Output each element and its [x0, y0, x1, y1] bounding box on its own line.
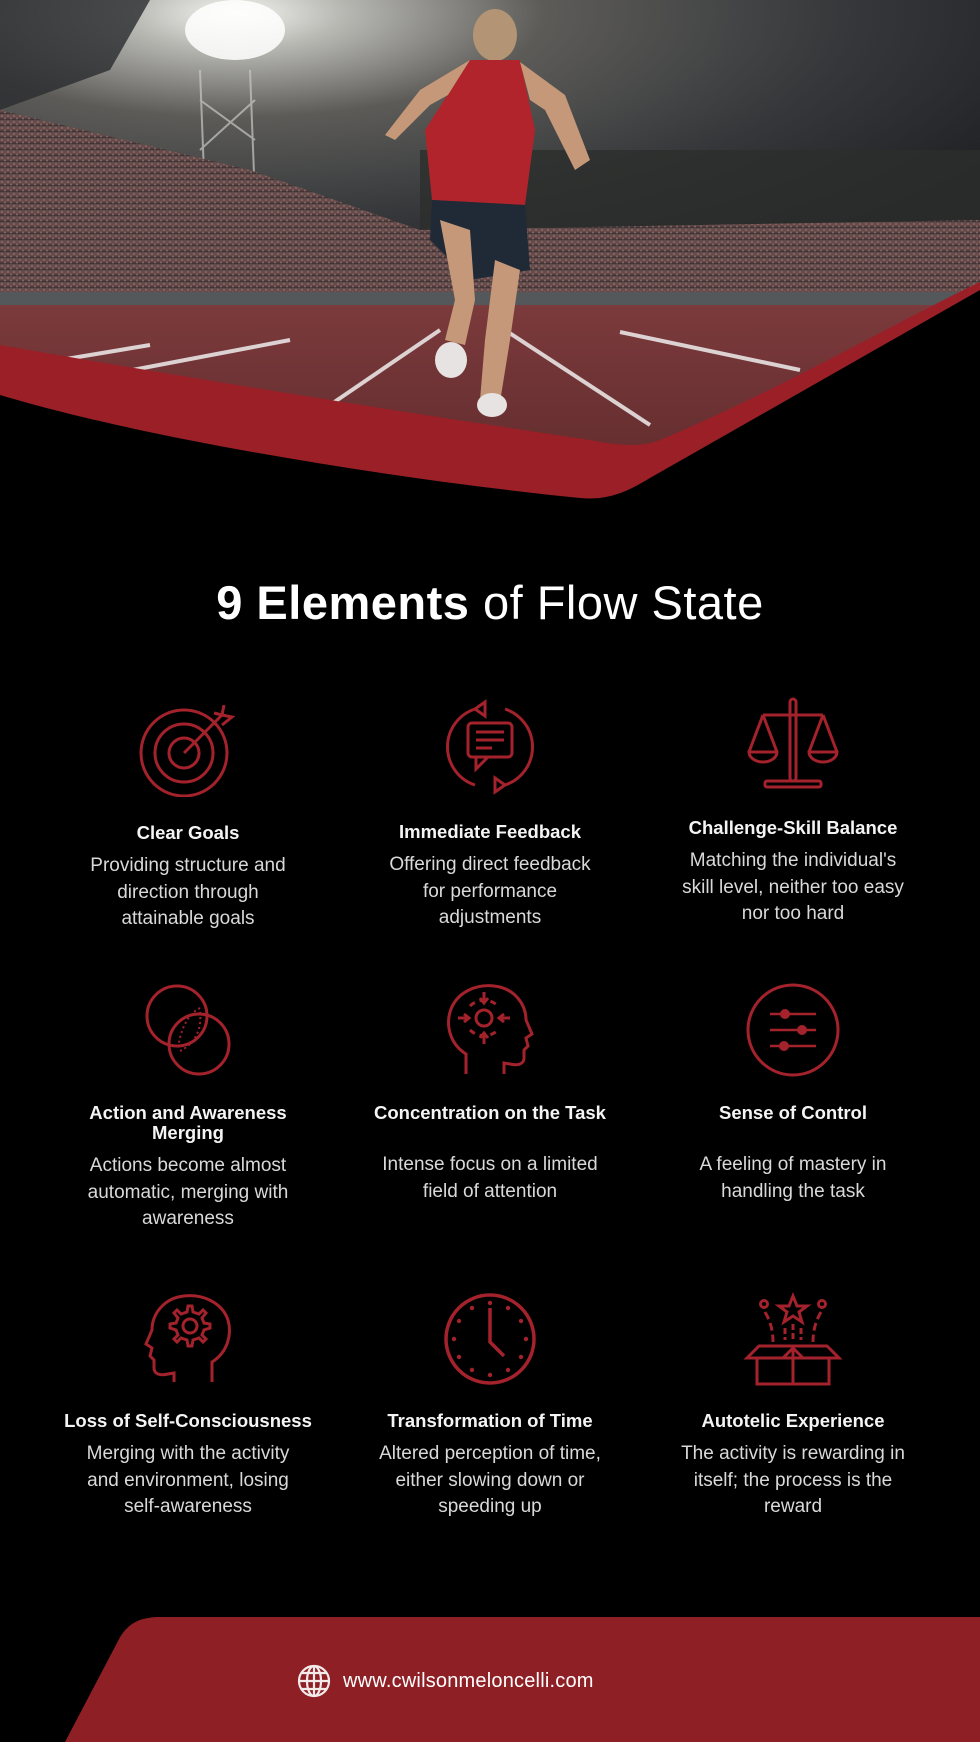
description-line: self-awareness [124, 1496, 252, 1517]
description-line: Intense focus on a limited [382, 1154, 598, 1175]
globe-icon [297, 1664, 331, 1698]
element-card-transformation-of-time: Transformation of Time Altered perceptio… [345, 1292, 635, 1521]
sliders-control-icon [746, 983, 840, 1077]
description-line: Matching the individual's [689, 850, 897, 871]
target-icon [139, 705, 236, 797]
element-description: The activity is rewarding in itself; the… [648, 1441, 938, 1521]
description-line: attainable goals [121, 908, 255, 929]
merging-circles-icon [145, 984, 231, 1076]
element-description: Merging with the activity and environmen… [43, 1441, 333, 1521]
description-line: for performance [422, 880, 558, 902]
element-description: A feeling of mastery in handling the tas… [648, 1152, 938, 1205]
clock-icon [444, 1293, 536, 1385]
focused-head-icon [447, 984, 534, 1074]
page-title: 9 Elements of Flow State [0, 575, 980, 630]
description-line: Merging with the activity [86, 1443, 290, 1464]
description-line: The activity is rewarding in [681, 1443, 905, 1464]
description-line: Providing structure and [90, 855, 286, 876]
element-card-concentration: Concentration on the Task Intense focus … [345, 982, 635, 1205]
description-line: field of attention [422, 1180, 558, 1202]
element-description: Actions become almost automatic, merging… [43, 1153, 333, 1233]
element-title: Action and Awareness Merging [43, 1103, 333, 1143]
footer-band [0, 1617, 980, 1742]
element-title: Concentration on the Task [374, 1102, 606, 1123]
title-line: Merging [152, 1122, 224, 1143]
element-title: Challenge-Skill Balance [688, 817, 898, 838]
description-line: adjustments [438, 907, 542, 928]
description-line: skill level, neither too easy [682, 876, 904, 898]
description-line: either slowing down or [395, 1469, 585, 1491]
element-description: Offering direct feedback for performance… [345, 852, 635, 932]
description-line: awareness [142, 1208, 234, 1229]
element-card-sense-of-control: Sense of Control A feeling of mastery in… [648, 982, 938, 1205]
element-description: Matching the individual's skill level, n… [648, 848, 938, 928]
title-light: of Flow State [469, 576, 764, 629]
element-card-immediate-feedback: Immediate Feedback Offering direct feedb… [345, 697, 635, 932]
element-card-clear-goals: Clear Goals Providing structure and dire… [43, 705, 333, 933]
description-line: nor too hard [741, 903, 845, 924]
description-line: A feeling of mastery in [699, 1154, 887, 1175]
element-description: Altered perception of time, either slowi… [345, 1441, 635, 1521]
balance-scale-icon [747, 697, 839, 789]
feedback-cycle-icon [445, 699, 535, 795]
element-title: Sense of Control [718, 1102, 867, 1123]
description-line: reward [763, 1496, 823, 1517]
description-line: direction through [117, 881, 259, 903]
description-line: handling the task [721, 1180, 865, 1202]
element-title: Immediate Feedback [399, 821, 581, 842]
element-card-challenge-skill-balance: Challenge-Skill Balance Matching the ind… [648, 697, 938, 928]
element-description: Intense focus on a limited field of atte… [345, 1152, 635, 1205]
description-line: Altered perception of time, [379, 1443, 601, 1464]
website-url[interactable]: www.cwilsonmeloncelli.com [343, 1669, 594, 1692]
description-line: itself; the process is the [693, 1469, 893, 1491]
title-bold: 9 Elements [216, 576, 470, 629]
description-line: Offering direct feedback [389, 854, 591, 875]
element-card-action-awareness-merging: Action and Awareness Merging Actions bec… [43, 982, 333, 1233]
website-link[interactable]: www.cwilsonmeloncelli.com [297, 1663, 594, 1699]
element-description: Providing structure and direction throug… [43, 853, 333, 933]
description-line: speeding up [438, 1496, 542, 1517]
hero-image [0, 0, 980, 500]
element-title: Transformation of Time [387, 1410, 593, 1431]
description-line: and environment, losing [87, 1469, 289, 1491]
element-title: Clear Goals [136, 822, 240, 843]
element-card-loss-of-self-consciousness: Loss of Self-Consciousness Merging with … [43, 1292, 333, 1521]
head-gear-icon [144, 1294, 231, 1382]
description-line: Actions become almost [89, 1155, 287, 1176]
gift-box-star-icon [743, 1292, 843, 1386]
description-line: automatic, merging with [87, 1181, 289, 1203]
element-title: Autotelic Experience [701, 1410, 885, 1431]
element-card-autotelic-experience: Autotelic Experience The activity is rew… [648, 1292, 938, 1521]
element-title: Loss of Self-Consciousness [64, 1410, 312, 1431]
title-line: Action and Awareness [89, 1102, 287, 1123]
